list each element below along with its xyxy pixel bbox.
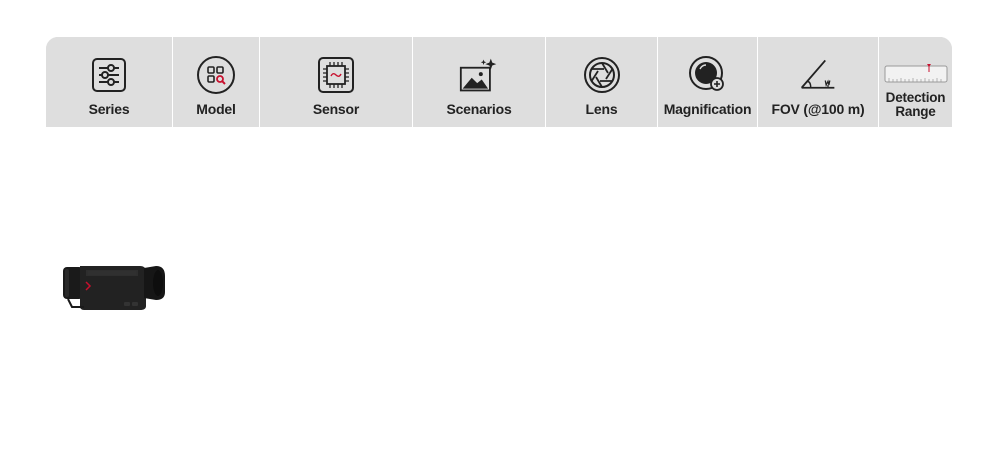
column-label-sensor: Sensor: [312, 101, 360, 117]
column-label-lens: Lens: [585, 101, 618, 117]
column-sensor: Sensor: [260, 37, 413, 127]
column-lens: Lens: [546, 37, 658, 127]
column-magnification: Magnification: [658, 37, 758, 127]
spec-table-header: Series Model: [46, 37, 952, 127]
model-search-icon: [196, 55, 236, 95]
sliders-icon: [89, 55, 129, 95]
column-label-scenarios: Scenarios: [446, 101, 512, 117]
column-label-detection-range: Detection Range: [886, 91, 946, 119]
landscape-sparkle-icon: [459, 55, 499, 95]
column-label-fov: FOV (@100 m): [771, 101, 865, 117]
ruler-icon: [884, 61, 948, 85]
column-model: Model: [173, 37, 260, 127]
magnifier-lens-icon: [688, 55, 728, 95]
column-label-magnification: Magnification: [663, 101, 752, 117]
detection-label-line1: Detection: [885, 90, 946, 105]
column-label-series: Series: [88, 101, 130, 117]
column-label-model: Model: [196, 101, 236, 117]
angle-icon: [798, 55, 838, 95]
column-scenarios: Scenarios: [413, 37, 546, 127]
column-fov: FOV (@100 m): [758, 37, 879, 127]
detection-label-line2: Range: [895, 104, 936, 119]
column-detection-range: Detection Range: [879, 37, 952, 127]
aperture-icon: [582, 55, 622, 95]
thermal-monocular-image: [62, 262, 166, 312]
column-series: Series: [46, 37, 173, 127]
chip-icon: [316, 55, 356, 95]
